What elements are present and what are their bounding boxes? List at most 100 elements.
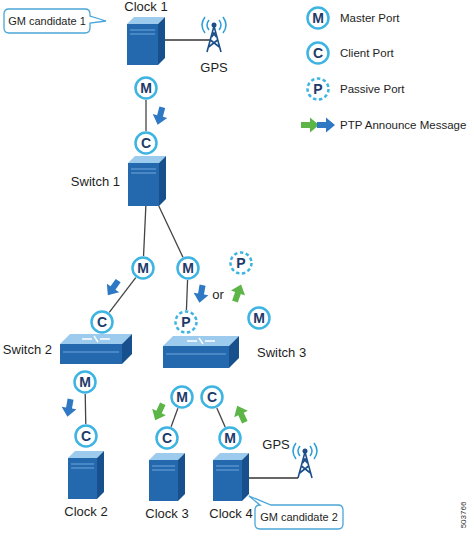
gps-label: GPS	[262, 437, 289, 452]
device-label: Switch 2	[3, 342, 52, 357]
device-side	[178, 453, 185, 501]
switch-device-outline	[163, 336, 239, 368]
gm-callout: GM candidate 2	[255, 505, 343, 529]
device-label: Clock 2	[64, 504, 107, 519]
legend-text: PTP Announce Message	[340, 119, 466, 131]
switch-device: Switch 1	[128, 156, 166, 206]
device-side	[97, 451, 104, 499]
port-circle: C	[134, 131, 158, 155]
device-detail	[131, 169, 156, 173]
device-label: Switch 3	[257, 345, 306, 360]
announce-arrow	[192, 284, 210, 304]
device-side	[229, 336, 239, 368]
port-letter: C	[200, 385, 224, 409]
legend-row: Client Port	[340, 47, 394, 59]
port-letter: M	[134, 76, 158, 100]
legend-text: Passive Port	[340, 83, 405, 95]
device-label: Switch 1	[71, 174, 120, 189]
device-label: Clock 3	[145, 506, 188, 521]
port-letter: M	[218, 426, 242, 450]
port-circle: M	[134, 76, 158, 100]
switch-device-outline	[60, 334, 132, 364]
network-link	[159, 206, 183, 257]
device-front	[68, 458, 97, 499]
callout-text: GM candidate 1	[4, 9, 90, 33]
passive-port: P	[229, 251, 253, 275]
passive-port: P	[174, 310, 198, 334]
network-link	[186, 280, 187, 310]
device-front	[213, 460, 242, 501]
port-circle: C	[155, 426, 179, 450]
announce-arrow	[228, 282, 248, 304]
legend-text: Master Port	[340, 12, 399, 24]
legend-row: PTP Announce Message	[340, 119, 466, 131]
legend-letter: C	[313, 45, 323, 61]
legend-row: Master Port	[340, 12, 399, 24]
switch-device: Switch 3	[163, 336, 239, 368]
device-detail	[152, 466, 175, 470]
legend-sample	[308, 8, 329, 29]
device-front	[127, 24, 158, 65]
clock-device: Clock 4	[213, 453, 249, 501]
clock-device: Clock 3	[149, 453, 185, 501]
legend-sample	[308, 79, 329, 100]
network-link	[109, 278, 135, 313]
port-circle: C	[90, 310, 114, 334]
port-letter: P	[229, 251, 253, 275]
device-side	[158, 17, 165, 65]
port-letter: M	[170, 385, 194, 409]
device-side	[242, 453, 249, 501]
switch-device-outline	[128, 156, 166, 206]
port-circle: M	[73, 370, 97, 394]
clock-device-outline	[127, 17, 165, 65]
device-front	[149, 460, 178, 501]
gps-antenna	[293, 443, 317, 478]
port-letter: C	[74, 424, 98, 448]
device-side	[159, 156, 166, 206]
gps-wire	[249, 477, 298, 478]
device-detail	[63, 352, 119, 353]
gps-wire	[165, 39, 210, 40]
port-letter: M	[73, 370, 97, 394]
device-label: Clock 1	[124, 0, 167, 14]
clock-device: Clock 2	[68, 451, 104, 499]
device-side	[122, 334, 132, 364]
network-link	[217, 408, 225, 427]
device-top	[163, 336, 239, 346]
clock-device: Clock 1	[127, 17, 165, 65]
device-detail	[82, 336, 110, 342]
device-front	[60, 344, 122, 364]
alternative-word: or	[212, 287, 224, 302]
network-link	[85, 394, 87, 424]
network-link	[144, 206, 146, 256]
device-front	[128, 163, 159, 206]
legend-sample	[308, 43, 329, 64]
legend-letter: M	[312, 10, 324, 26]
port-letter: P	[174, 310, 198, 334]
port-circle: M	[247, 306, 271, 330]
port-circle: M	[170, 385, 194, 409]
device-detail	[216, 466, 239, 470]
port-circle: M	[176, 256, 200, 280]
device-front	[163, 346, 229, 368]
legend-text: Client Port	[340, 47, 394, 59]
callout-outline	[4, 9, 106, 33]
port-circle: C	[74, 424, 98, 448]
gps-label: GPS	[200, 60, 227, 75]
clock-device-outline	[68, 451, 104, 499]
callout-text: GM candidate 2	[255, 505, 343, 529]
gm-callout: GM candidate 1	[4, 9, 90, 33]
port-letter: M	[176, 256, 200, 280]
port-letter: C	[90, 310, 114, 334]
announce-arrow	[230, 403, 251, 426]
port-letter: M	[247, 306, 271, 330]
device-detail	[130, 30, 155, 34]
device-top	[60, 334, 132, 344]
port-circle: C	[200, 385, 224, 409]
network-link	[171, 408, 178, 426]
device-detail	[71, 464, 94, 468]
network-link	[145, 100, 146, 131]
port-letter: C	[134, 131, 158, 155]
announce-arrow	[150, 105, 169, 126]
port-letter: C	[155, 426, 179, 450]
